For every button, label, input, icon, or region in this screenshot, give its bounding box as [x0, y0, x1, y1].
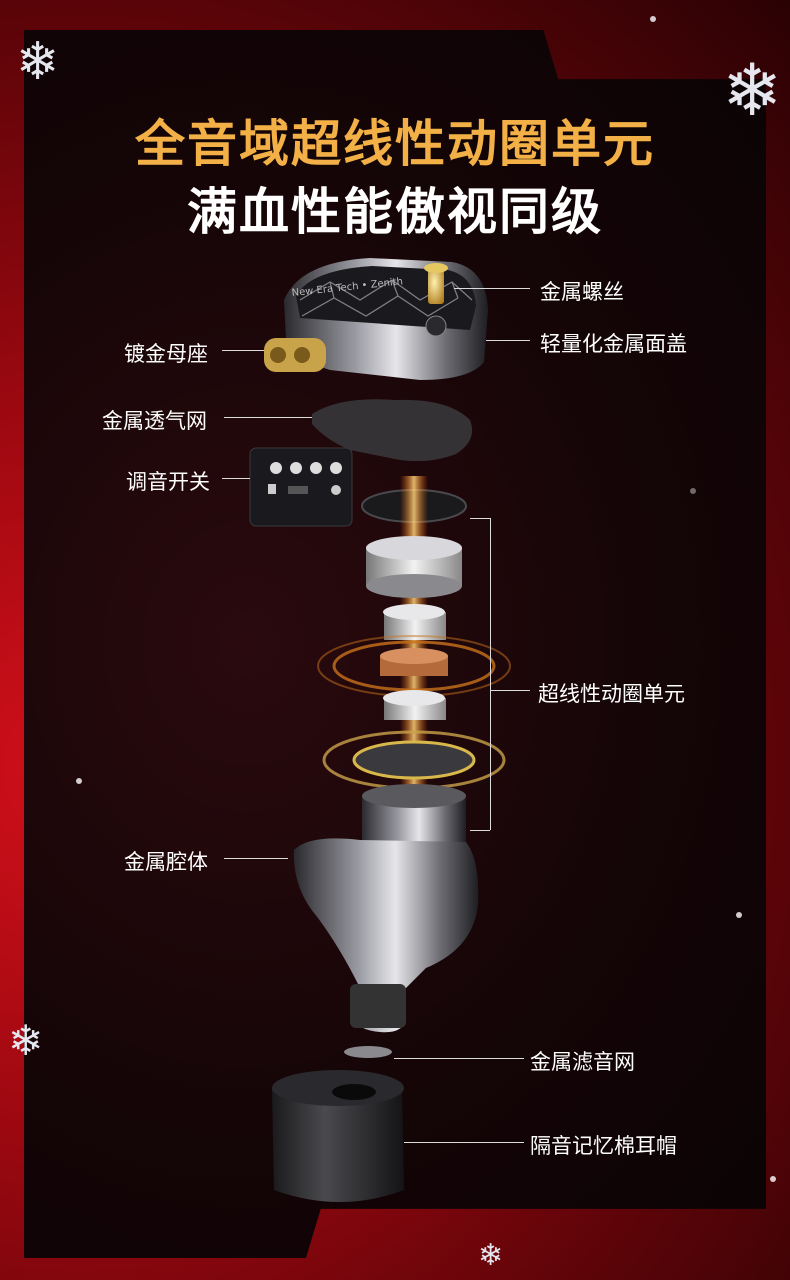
leader-line	[404, 1142, 524, 1143]
tuning-switch	[249, 447, 353, 527]
faceplate-shell: New Era Tech • Zenith	[264, 258, 488, 380]
leader-line	[394, 1058, 524, 1059]
metal-cavity	[293, 784, 479, 1033]
snowflake-icon: ❄	[16, 32, 60, 92]
sparkle	[650, 16, 656, 22]
leader-line	[222, 478, 250, 479]
foam-eartip	[272, 1070, 404, 1202]
label-faceplate: 轻量化金属面盖	[540, 332, 687, 356]
label-mesh: 金属透气网	[102, 409, 207, 433]
headline-2: 满血性能傲视同级	[187, 183, 603, 241]
bracket-line	[490, 518, 491, 830]
label-driver: 超线性动圈单元	[538, 682, 685, 706]
label-eartip: 隔音记忆棉耳帽	[530, 1134, 677, 1158]
snowflake-icon: ❄	[8, 1016, 44, 1065]
leader-line	[490, 690, 530, 691]
leader-line	[222, 350, 264, 351]
sparkle	[690, 488, 696, 494]
bracket-line	[470, 518, 490, 519]
sparkle	[736, 912, 742, 918]
label-screw: 金属螺丝	[540, 280, 624, 304]
label-cavity: 金属腔体	[124, 850, 208, 874]
label-switch: 调音开关	[126, 470, 210, 494]
headline-1: 全音域超线性动圈单元	[135, 115, 655, 173]
leader-line	[486, 340, 530, 341]
snowflake-icon: ❄	[722, 48, 783, 132]
label-socket: 镀金母座	[124, 342, 208, 366]
leader-line	[454, 288, 530, 289]
vent-mesh	[312, 399, 473, 462]
leader-line	[224, 858, 288, 859]
bracket-line	[470, 830, 490, 831]
snowflake-icon: ❄	[478, 1238, 504, 1273]
driver-stack	[317, 536, 511, 790]
sparkle	[770, 1176, 776, 1182]
filter-mesh	[344, 1046, 392, 1058]
label-filter: 金属滤音网	[530, 1050, 635, 1074]
sparkle	[76, 778, 82, 784]
leader-line	[224, 417, 312, 418]
sparkle	[168, 858, 174, 864]
screw-icon	[428, 268, 444, 304]
